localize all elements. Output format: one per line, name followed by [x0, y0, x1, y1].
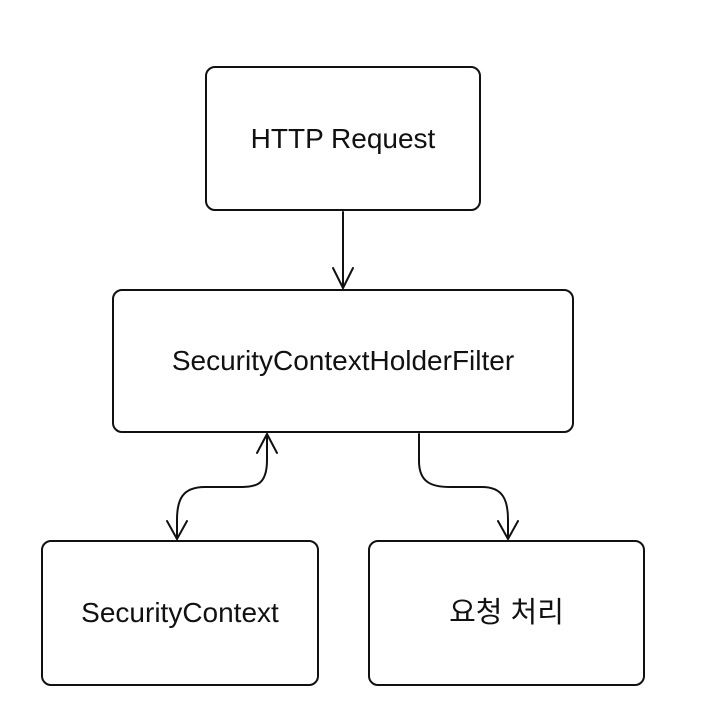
security-context-label: SecurityContext — [81, 597, 279, 628]
edge-filter-to-context-arrowhead-top — [256, 433, 278, 454]
security-context-holder-filter-label: SecurityContextHolderFilter — [171, 345, 515, 376]
request-processing-box: 요청 처리 — [368, 540, 645, 686]
request-processing-label: 요청 처리 — [449, 596, 564, 629]
http-request-label: HTTP Request — [250, 122, 436, 154]
edge-filter-to-processing — [418, 433, 519, 540]
edge-filter-to-context-line — [176, 433, 268, 540]
http-request-box: HTTP Request — [205, 66, 481, 211]
edge-filter-to-processing-line — [418, 433, 509, 540]
security-context-holder-filter-box: SecurityContextHolderFilter — [112, 289, 574, 433]
edge-filter-to-processing-arrowhead — [497, 520, 519, 540]
security-context-box: SecurityContext — [41, 540, 319, 686]
edge-filter-to-context — [166, 433, 278, 540]
edge-filter-to-context-arrowhead-bottom — [166, 520, 188, 540]
edge-http-to-filter-arrowhead — [332, 267, 354, 289]
edge-http-to-filter — [332, 211, 354, 289]
